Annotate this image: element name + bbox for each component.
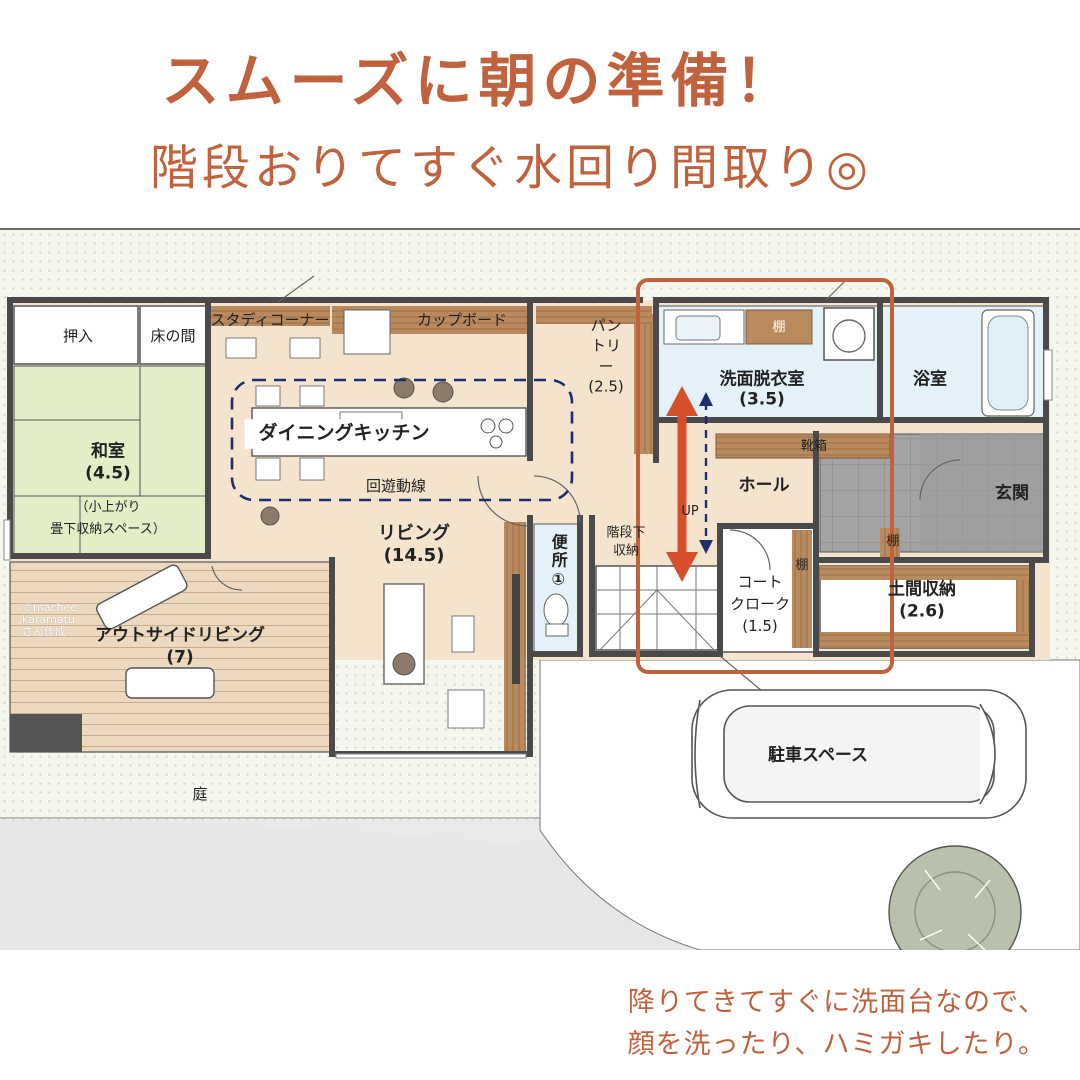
room-label-washroom-size: (3.5) xyxy=(739,389,785,410)
room-label-shelf-wash: 棚 xyxy=(772,320,786,336)
footer-note: 降りてきてすぐに洗面台なので、 顔を洗ったり、ハミガキしたり。 xyxy=(628,982,1046,1066)
watermark: ©machee karamatu さん作成 xyxy=(22,601,78,639)
watermark-line-1: ©machee xyxy=(22,601,78,614)
room-label-washitsu-note-2: 畳下収納スペース） xyxy=(50,522,166,538)
label-garden: 庭 xyxy=(192,784,208,803)
room-label-outside-living-size: (7) xyxy=(166,647,194,668)
room-label-toilet: 便所① xyxy=(548,533,568,591)
room-label-oshiire: 押入 xyxy=(62,326,94,345)
footer-note-line-2: 顔を洗ったり、ハミガキしたり。 xyxy=(627,1028,1046,1060)
floor-plan-drawing xyxy=(0,275,1080,950)
room-label-tokonoma: 床の間 xyxy=(150,326,196,345)
room-label-bathroom: 浴室 xyxy=(913,369,947,390)
label-shoe-box: 靴箱 xyxy=(800,439,828,455)
room-label-living-size: (14.5) xyxy=(383,544,445,566)
room-label-coat-closet-1: コート xyxy=(737,572,783,591)
room-label-genkan: 玄関 xyxy=(995,483,1029,504)
room-label-coat-closet-size: (1.5) xyxy=(742,616,778,635)
room-label-dining-kitchen: ダイニングキッチン xyxy=(244,419,444,449)
label-parking: 駐車スペース xyxy=(768,745,868,766)
floor-plan: 押入 床の間 スタディコーナー カップボード パントリー(2.5) 洗面脱衣室 … xyxy=(0,228,1080,950)
label-up: UP xyxy=(681,504,699,520)
label-shelf-genkan: 棚 xyxy=(886,534,900,550)
page-title: スムーズに朝の準備！ xyxy=(161,47,799,115)
page-subtitle: 階段おりてすぐ水回り間取り◎ xyxy=(150,140,872,196)
label-shelf-coat: 棚 xyxy=(795,558,809,574)
room-label-washitsu-size: (4.5) xyxy=(85,463,131,484)
room-label-under-stairs: 階段下収納 xyxy=(606,525,646,558)
room-label-washroom: 洗面脱衣室 xyxy=(719,369,805,390)
label-circulation: 回遊動線 xyxy=(365,476,427,495)
room-label-washitsu: 和室 xyxy=(91,441,125,462)
room-label-pantry: パントリー(2.5) xyxy=(588,316,624,396)
room-label-doma-storage: 土間収納 xyxy=(888,579,956,600)
room-label-cupboard: カップボード xyxy=(416,310,508,329)
watermark-line-3: さん作成 xyxy=(22,625,66,639)
room-label-washitsu-note-1: （小上がり xyxy=(75,500,141,516)
watermark-line-2: karamatu xyxy=(22,613,75,627)
footer-note-line-1: 降りてきてすぐに洗面台なので、 xyxy=(627,987,1046,1018)
room-label-study-corner: スタディコーナー xyxy=(210,310,330,329)
room-label-coat-closet-2: クローク xyxy=(729,594,791,613)
room-label-outside-living: アウトサイドリビング xyxy=(95,625,265,646)
room-label-living: リビング xyxy=(378,522,450,544)
room-label-hall: ホール xyxy=(738,475,790,496)
room-label-doma-storage-size: (2.6) xyxy=(899,601,945,622)
